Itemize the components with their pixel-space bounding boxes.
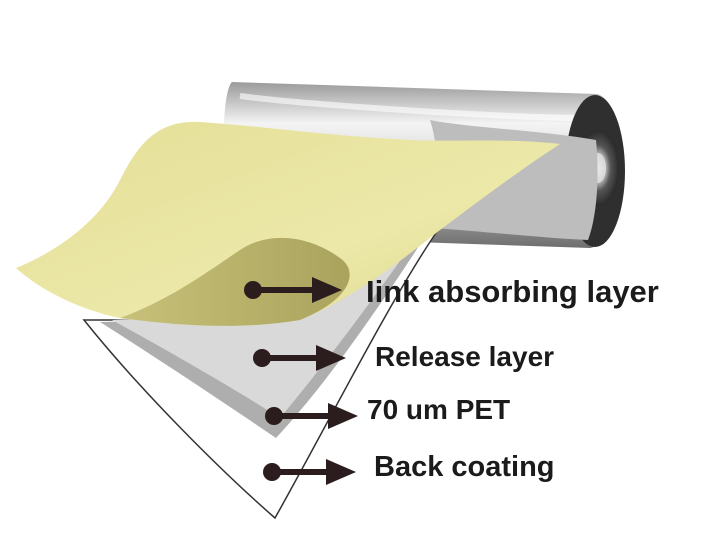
release-layer-arrow-icon: [253, 345, 346, 371]
pet-layer-arrow-icon: [265, 403, 358, 429]
ink-layer-arrow-icon: [244, 277, 342, 303]
ink-layer-sheet: [16, 121, 560, 326]
back-coating-label: Back coating: [374, 451, 555, 483]
back-coating-arrow-icon: [263, 459, 356, 485]
release-layer-label: Release layer: [375, 341, 555, 372]
ink-layer-label: Iink absorbing layer: [366, 274, 659, 309]
ink-layer-curl: [120, 237, 350, 326]
pet-layer-label: 70 um PET: [367, 394, 511, 425]
